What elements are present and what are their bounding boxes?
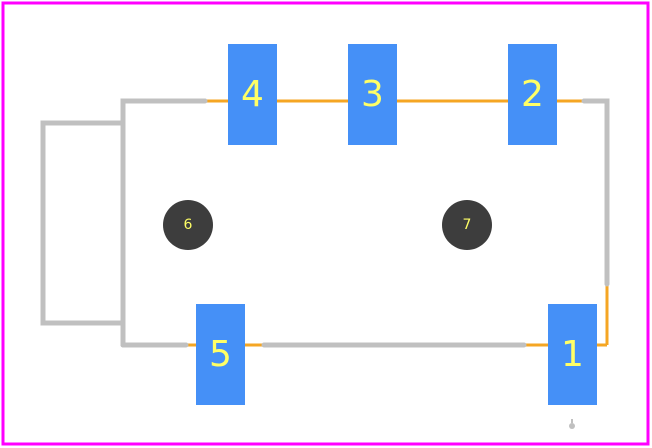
pad-1-label: 1	[561, 334, 584, 375]
hole-6-label: 6	[184, 217, 193, 233]
pad-5-label: 5	[209, 334, 232, 375]
silkscreen-left-tab	[40, 120, 126, 326]
origin-marker	[569, 419, 575, 429]
hole-6[interactable]: 6	[163, 200, 213, 250]
pad-2[interactable]: 2	[508, 44, 557, 145]
pad-4-body	[228, 44, 277, 145]
pad-2-label: 2	[521, 74, 544, 115]
pad-3-body	[348, 44, 397, 145]
pad-2-body	[508, 44, 557, 145]
hole-7-body	[442, 200, 492, 250]
pad-3[interactable]: 3	[348, 44, 397, 145]
hole-7-label: 7	[463, 217, 472, 233]
pad-4-label: 4	[241, 74, 264, 115]
pad-4[interactable]: 4	[228, 44, 277, 145]
pad-3-label: 3	[361, 74, 384, 115]
silkscreen-left-bracket	[120, 98, 208, 348]
pad-1-body	[548, 304, 597, 405]
hole-6-body	[163, 200, 213, 250]
pad-1[interactable]: 1	[548, 304, 597, 405]
origin-marker-dot	[569, 423, 575, 429]
hole-7[interactable]: 7	[442, 200, 492, 250]
silkscreen-outline	[40, 98, 610, 348]
silkscreen-right-edge	[581, 98, 610, 287]
pad-5-body	[196, 304, 245, 405]
pad-5[interactable]: 5	[196, 304, 245, 405]
